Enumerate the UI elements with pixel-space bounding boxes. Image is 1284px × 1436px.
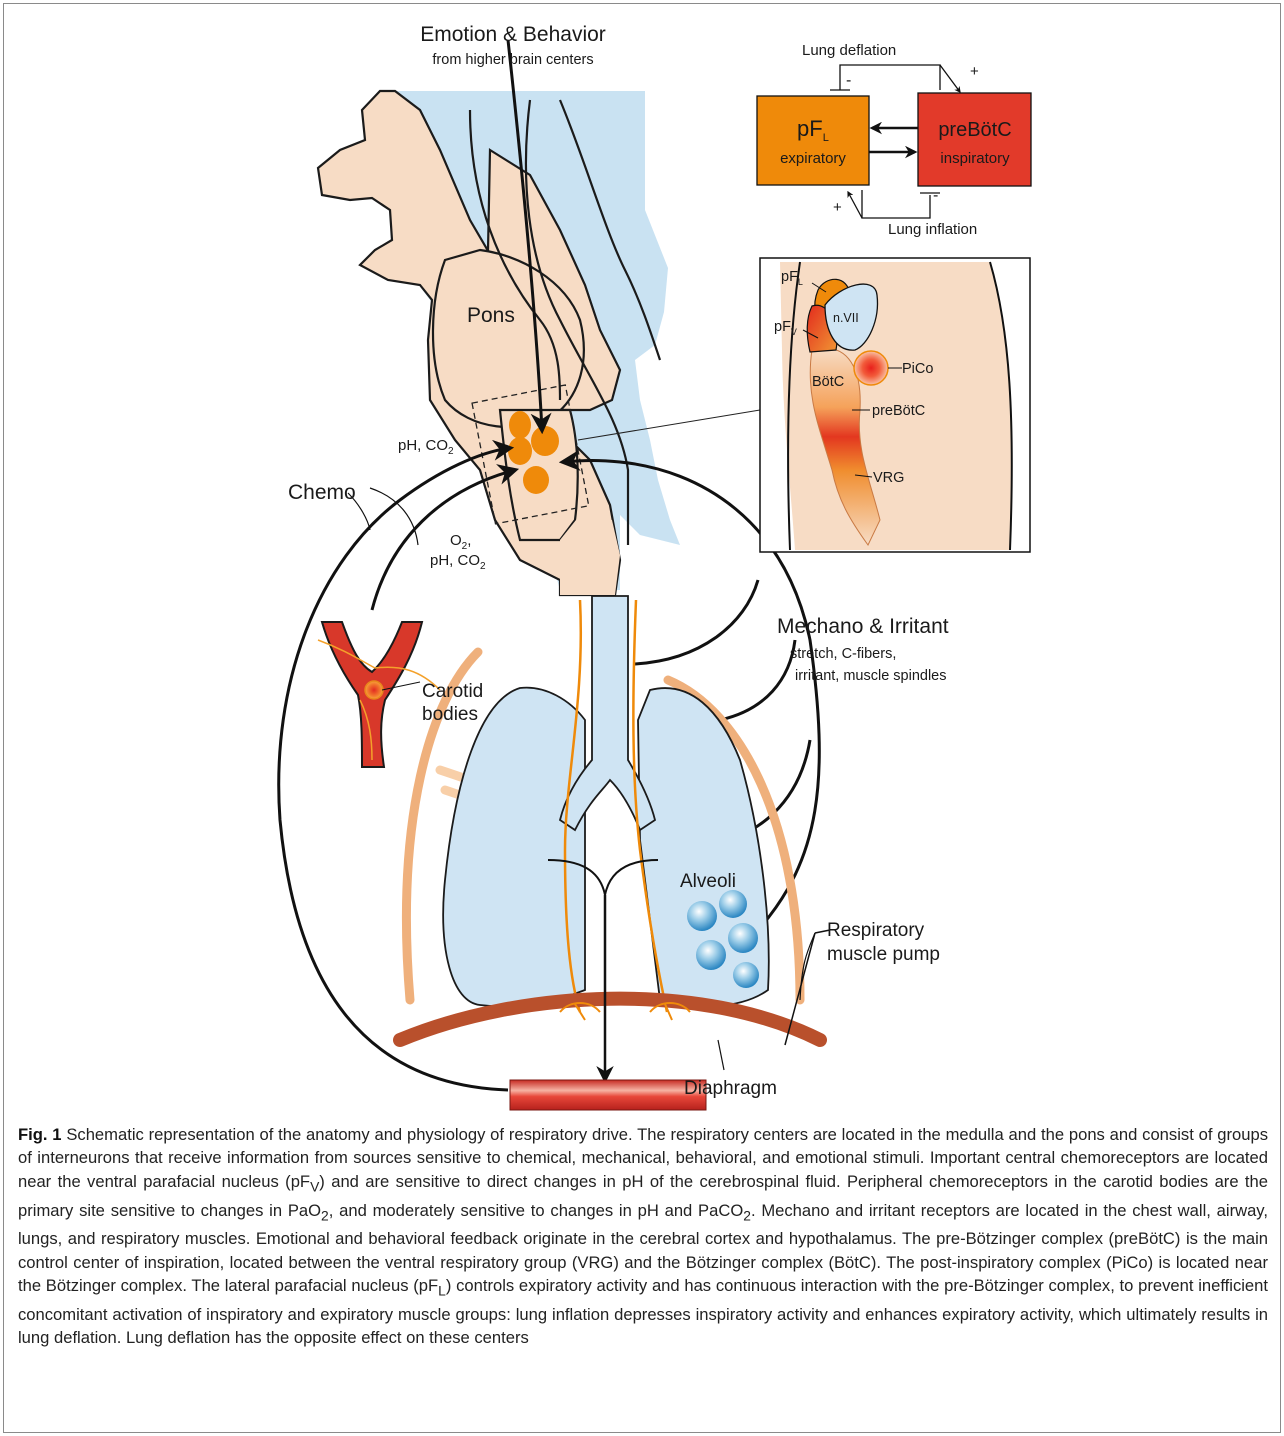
deflation-minus: - <box>846 72 851 89</box>
left-lung <box>443 688 585 1007</box>
inflation-bracket <box>862 190 930 218</box>
emotion-title: Emotion & Behavior <box>420 23 606 46</box>
inset-prebotc-label: preBötC <box>872 403 925 419</box>
alveolus-3 <box>728 923 758 953</box>
diaphragm-label: Diaphragm <box>684 1078 777 1099</box>
inset-vrg-label: VRG <box>873 470 904 486</box>
alveolus-1 <box>687 901 717 931</box>
nucleus-left <box>508 437 532 465</box>
inset-nvii-label: n.VII <box>833 311 859 325</box>
nucleus-middle <box>531 426 559 456</box>
thorax-illustration <box>400 596 830 1110</box>
inset-botc-label: BötC <box>812 374 844 390</box>
nucleus-bottom <box>523 466 549 494</box>
mechano-branch-2 <box>720 640 795 720</box>
diaphragm-pointer <box>718 1040 724 1070</box>
pons-label: Pons <box>467 304 515 327</box>
inset-pico <box>854 351 888 385</box>
caption-text-3: , and moderately sensitive to changes in… <box>329 1201 744 1220</box>
pfl-prebotc-loop-diagram: Lung deflation Lung inflation - + + - pF… <box>757 42 1031 238</box>
inflation-plus: + <box>833 199 842 216</box>
caption-sub-v: V <box>310 1178 319 1194</box>
deflation-plus: + <box>970 63 979 80</box>
chemo-arc-2 <box>370 488 418 545</box>
lung-deflation-label: Lung deflation <box>802 42 896 59</box>
inflation-excite-arrow <box>848 192 862 218</box>
brainstem-illustration <box>318 91 760 595</box>
caption-sub-2a: 2 <box>321 1207 329 1223</box>
resp-pump-label-1: Respiratory <box>827 920 925 941</box>
lung-inflation-label: Lung inflation <box>888 221 977 238</box>
o2-label: O2, <box>450 532 471 552</box>
carotid-body <box>365 681 383 699</box>
mechano-branch-1 <box>635 580 758 664</box>
carotid-label-2: bodies <box>422 704 478 725</box>
emotion-subtitle: from higher brain centers <box>432 52 593 68</box>
inset-pico-label: PiCo <box>902 361 933 377</box>
figure-caption: Fig. 1 Schematic representation of the a… <box>18 1123 1268 1350</box>
effector-muscle <box>510 1080 706 1110</box>
chemo-label: Chemo <box>288 481 356 504</box>
resp-pump-label-2: muscle pump <box>827 944 940 965</box>
medulla-inset: pFL pFV n.VII BötC PiCo preBötC VRG <box>760 258 1030 552</box>
carotid-label-1: Carotid <box>422 681 483 702</box>
mechano-title: Mechano & Irritant <box>777 615 949 638</box>
caption-sub-2b: 2 <box>743 1207 751 1223</box>
deflation-excite-arrow <box>940 65 960 92</box>
mechano-subtitle-2: irritant, muscle spindles <box>795 668 947 684</box>
mechano-subtitle-1: stretch, C-fibers, <box>790 646 896 662</box>
respiratory-drive-figure: Emotion & Behavior from higher brain cen… <box>0 0 1284 1120</box>
prebotc-box-role: inspiratory <box>940 150 1010 167</box>
figure-number: Fig. 1 <box>18 1125 62 1144</box>
alveolus-4 <box>696 940 726 970</box>
caption-sub-l: L <box>438 1282 446 1298</box>
alveolus-5 <box>733 962 759 988</box>
ph-co2-label-1: pH, CO2 <box>398 437 454 457</box>
prebotc-box-title: preBötC <box>938 119 1011 141</box>
nucleus-top <box>509 411 531 439</box>
ph-co2-label-2: pH, CO2 <box>430 552 486 572</box>
diaphragm-muscle <box>400 999 820 1040</box>
alveolus-2 <box>719 890 747 918</box>
inflation-minus: - <box>933 187 938 204</box>
deflation-bracket <box>840 65 940 90</box>
alveoli-label: Alveoli <box>680 871 736 892</box>
pfl-box-role: expiratory <box>780 150 846 167</box>
